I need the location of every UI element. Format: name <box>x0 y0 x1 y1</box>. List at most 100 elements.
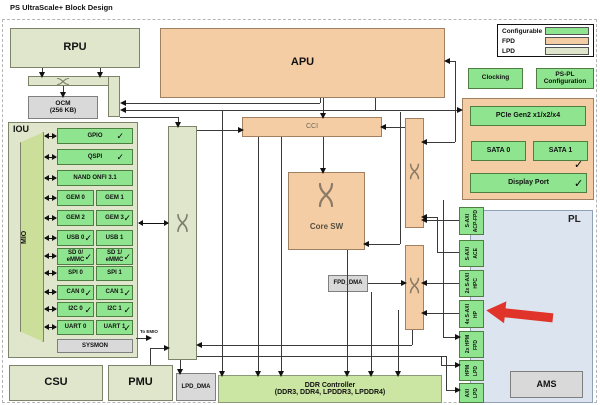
connector-line <box>412 330 413 345</box>
port-label: HP <box>472 310 479 318</box>
cci-label: CCI <box>305 123 319 131</box>
gem0-label: GEM 0 <box>66 194 85 201</box>
uart1-check-icon: ✓ <box>123 323 131 333</box>
core-switch-label: Core SW <box>309 221 344 231</box>
legend-configurable-label: Configurable <box>502 27 543 35</box>
uart1-label: UART 1 <box>103 324 126 331</box>
pspl-configuration-block: PS-PL Configuration <box>536 68 594 89</box>
port-label: HPM <box>464 364 471 377</box>
connector-line <box>255 137 261 377</box>
can0-label: CAN 0 <box>66 289 85 296</box>
ocm-size-label: (256 KB) <box>49 106 77 114</box>
mio-link-arrow <box>44 253 57 259</box>
can1-label: CAN 1 <box>105 289 124 296</box>
sysmon-block: SYSMON <box>57 339 133 353</box>
sd1-label: SD 1/ <box>106 250 122 257</box>
connector-line <box>446 387 461 393</box>
mio-link-arrow <box>44 195 57 201</box>
sata1-block: SATA 1 <box>533 141 588 161</box>
usb0-label: USB 0 <box>66 234 85 241</box>
port-label: ACP-FPD <box>472 209 479 233</box>
connector-line <box>136 335 152 341</box>
peripheral-uart0: UART 0 <box>57 320 94 335</box>
connector-line <box>320 98 326 119</box>
ams-label: AMS <box>536 378 557 389</box>
uart0-label: UART 0 <box>64 324 87 331</box>
legend-box: Configurable FPD LPD <box>497 24 594 57</box>
peripheral-can0: CAN 0✓ <box>57 285 94 300</box>
mio-link-arrow <box>44 235 57 241</box>
csu-block: CSU <box>9 365 103 401</box>
to-emio-label: To EMIO <box>140 329 158 334</box>
page-title: PS UltraScale+ Block Design <box>10 3 113 12</box>
lpd-switch <box>168 126 197 360</box>
legend-fpd-label: FPD <box>502 37 515 45</box>
crossbar-icon <box>177 213 188 233</box>
gem3-label: GEM 3 <box>105 214 124 221</box>
port-label: S-AXI <box>464 246 471 261</box>
sysmon-label: SYSMON <box>81 342 108 349</box>
ddr-controller-label: DDR Controller <box>304 381 356 389</box>
can1-check-icon: ✓ <box>123 288 131 298</box>
apu-block: APU <box>160 28 445 98</box>
mio-link-arrow <box>44 324 57 330</box>
sd0-label: SD 0/ <box>67 250 83 257</box>
display-port-label: Display Port <box>508 179 549 187</box>
connector-line <box>421 139 455 145</box>
sata1-label: SATA 1 <box>548 147 573 155</box>
pcie-label: PCIe Gen2 x1/x2/x4 <box>495 112 561 120</box>
peripheral-gem2: GEM 2 <box>57 210 94 226</box>
clocking-block: Clocking <box>468 68 523 89</box>
connector-line <box>380 124 405 130</box>
legend-row-configurable: Configurable <box>498 26 593 36</box>
connector-line <box>363 241 400 247</box>
crossbar-icon <box>409 277 420 294</box>
nand-label: NAND ONFI 3.1 <box>73 174 117 181</box>
fpd-switch-upper <box>405 118 424 228</box>
iou-label: IOU <box>13 124 30 134</box>
sd0-label2: eMMC <box>66 256 85 263</box>
connector-line <box>278 137 284 377</box>
legend-lpd-label: LPD <box>502 47 515 55</box>
port-label: LPD <box>472 388 479 398</box>
mio-link-arrow <box>44 175 57 181</box>
connector-line <box>39 68 45 78</box>
port-label: ACE <box>472 248 479 259</box>
peripheral-sd0: SD 0/eMMC✓ <box>57 248 94 265</box>
peripheral-qspi: QSPI✓ <box>57 149 133 165</box>
lpd-dma-label: LPD_DMA <box>181 383 211 390</box>
display-port-check-icon: ✓ <box>574 178 584 190</box>
connector-line <box>443 334 461 340</box>
mio-link-arrow <box>44 133 57 139</box>
peripheral-usb0: USB 0✓ <box>57 230 94 246</box>
qspi-check-icon: ✓ <box>116 152 124 162</box>
gem3-check-icon: ✓ <box>123 213 131 223</box>
pcie-block: PCIe Gen2 x1/x2/x4 <box>470 106 586 126</box>
ocm-block: OCM (256 KB) <box>28 96 98 119</box>
crossbar-icon <box>56 77 70 85</box>
connector-line <box>320 98 321 103</box>
gem1-label: GEM 1 <box>105 194 124 201</box>
peripheral-can1: CAN 1✓ <box>96 285 133 300</box>
usb1-label: USB 1 <box>105 234 124 241</box>
gem2-label: GEM 2 <box>66 214 85 221</box>
connector-line <box>320 137 326 174</box>
connector-line <box>120 100 320 106</box>
connector-line <box>219 110 225 377</box>
port-label: AXI <box>464 388 471 398</box>
peripheral-nand: NAND ONFI 3.1 <box>57 170 133 186</box>
connector-line <box>150 348 151 365</box>
connector-line <box>400 112 401 244</box>
i2c1-check-icon: ✓ <box>123 305 131 315</box>
legend-row-lpd: LPD <box>498 46 593 56</box>
pspl-label-2: Configuration <box>543 77 587 85</box>
peripheral-spi1: SPI 1 <box>96 266 133 281</box>
iou-switch-link-arrow <box>138 220 169 226</box>
legend-configurable-swatch <box>545 27 589 35</box>
peripheral-gem1: GEM 1 <box>96 190 133 206</box>
connector-line <box>120 117 178 118</box>
rpu-block: RPU <box>10 28 140 68</box>
connector-line <box>437 252 459 253</box>
peripheral-gem3: GEM 3✓ <box>96 210 133 226</box>
